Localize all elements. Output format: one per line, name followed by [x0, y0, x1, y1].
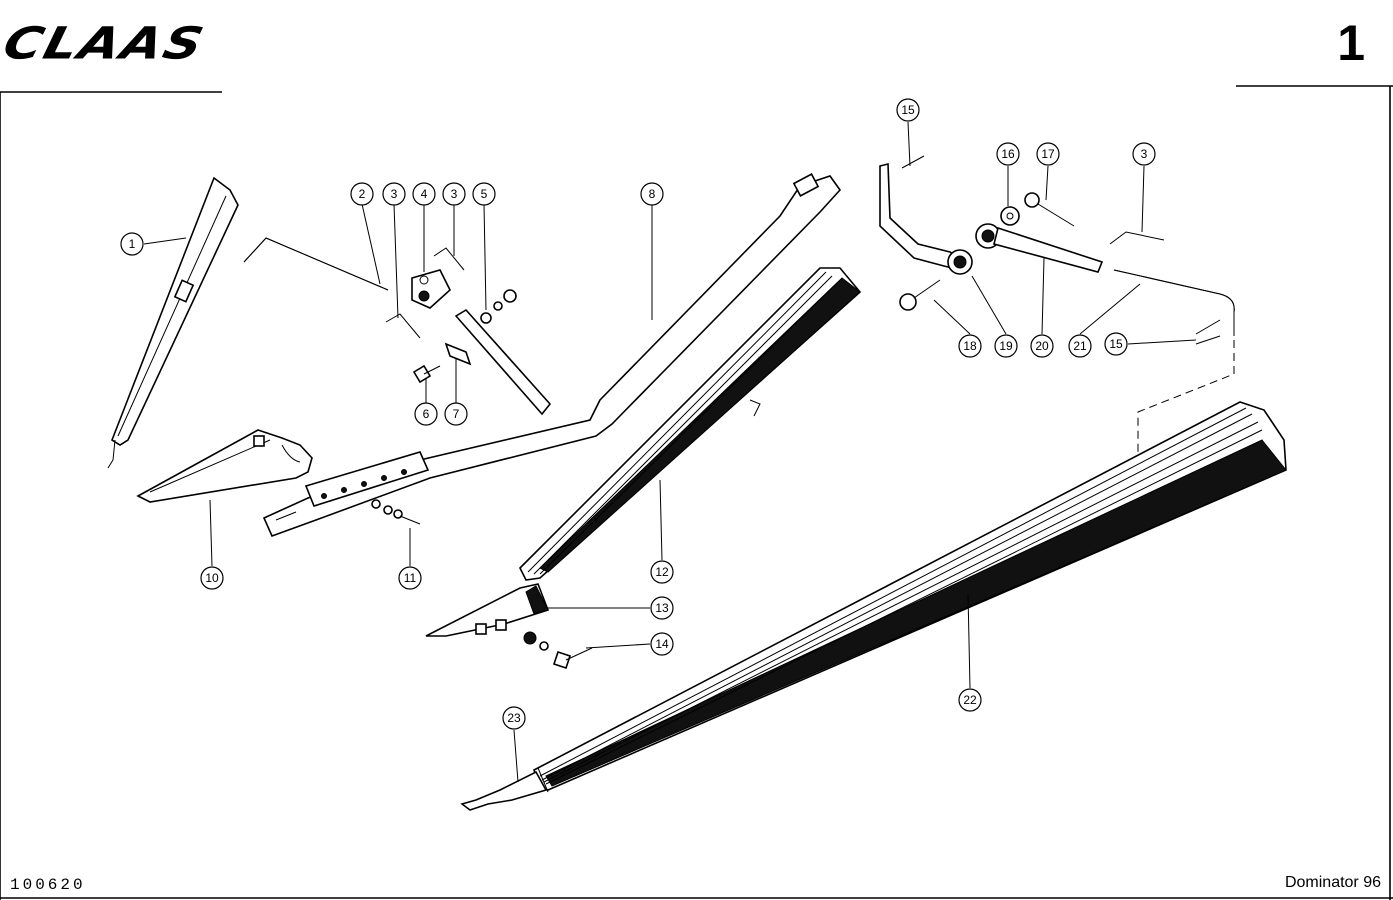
svg-text:4: 4 [421, 187, 428, 201]
svg-text:20: 20 [1035, 339, 1049, 353]
svg-text:22: 22 [963, 693, 977, 707]
part-14-bolt-set [523, 631, 593, 670]
callout-17: 17 [1036, 142, 1060, 166]
callout-20: 20 [1030, 334, 1054, 358]
callout-3b: 3 [442, 182, 466, 206]
part-13-skid-shoe [425, 583, 550, 637]
callout-14: 14 [650, 632, 674, 656]
svg-text:21: 21 [1073, 339, 1087, 353]
part-7-plate [444, 342, 472, 366]
svg-text:11: 11 [404, 571, 417, 585]
part-2-bent-rod [243, 237, 389, 291]
svg-text:12: 12 [655, 565, 669, 579]
drawing-code: 100620 [10, 876, 86, 894]
part-23-cone-tip [460, 770, 548, 811]
part-15-split-pin [1195, 319, 1221, 345]
svg-text:3: 3 [391, 187, 398, 201]
callout-6: 6 [414, 402, 438, 426]
svg-text:13: 13 [655, 601, 669, 615]
svg-text:3: 3 [1141, 147, 1148, 161]
callout-1: 1 [120, 232, 144, 256]
part-1-divider-rod [107, 176, 239, 469]
callout-3: 3 [382, 182, 406, 206]
callout-15: 15 [896, 98, 920, 122]
callout-13: 13 [650, 596, 674, 620]
part-5-washer [480, 312, 492, 324]
svg-text:23: 23 [507, 711, 521, 725]
callout-3c: 3 [1132, 142, 1156, 166]
part-22-large-cone [533, 401, 1287, 793]
callout-5: 5 [472, 182, 496, 206]
part-5-washer [493, 301, 503, 311]
svg-text:2: 2 [359, 187, 366, 201]
part-21-bent-rod [1113, 269, 1235, 336]
callout-12: 12 [650, 560, 674, 584]
part-5-nut [503, 289, 517, 303]
svg-text:5: 5 [481, 187, 488, 201]
part-19-crank-hub [879, 162, 973, 275]
svg-text:7: 7 [453, 407, 460, 421]
part-17-bolt [1024, 192, 1075, 227]
callout-21: 21 [1068, 334, 1092, 358]
part-18-bolt [899, 279, 941, 311]
svg-text:14: 14 [655, 637, 669, 651]
part-16-washer-hole [1006, 212, 1014, 220]
svg-text:15: 15 [901, 103, 915, 117]
callout-22: 22 [958, 688, 982, 712]
callout-16: 16 [996, 142, 1020, 166]
part-6-bolt [412, 364, 441, 384]
svg-text:18: 18 [963, 339, 977, 353]
svg-text:1: 1 [129, 237, 136, 251]
part-4-clamp-block [411, 269, 451, 309]
callout-23: 23 [502, 706, 526, 730]
model-name: Dominator 96 [1284, 874, 1381, 891]
part-10-divider-point [136, 429, 313, 503]
callout-10: 10 [200, 566, 224, 590]
callout-7: 7 [444, 402, 468, 426]
leader-lines [143, 121, 1197, 783]
part-3-pin [1109, 231, 1165, 245]
assembly-dash-line [1137, 340, 1235, 452]
part-20-shaft [975, 223, 1104, 273]
svg-text:16: 16 [1001, 147, 1015, 161]
svg-text:19: 19 [999, 339, 1013, 353]
svg-text:6: 6 [423, 407, 430, 421]
callout-19: 19 [994, 334, 1018, 358]
svg-text:8: 8 [649, 187, 656, 201]
svg-text:15: 15 [1109, 337, 1123, 351]
svg-text:3: 3 [451, 187, 458, 201]
callout-11: 11 [398, 566, 422, 590]
part-3-pin [385, 313, 421, 339]
part-12-cone-cover [519, 267, 862, 581]
svg-text:10: 10 [205, 571, 219, 585]
part-8-frame-arm [262, 173, 842, 538]
part-3-pin [433, 247, 465, 271]
callout-8: 8 [640, 182, 664, 206]
page-number: 1 [1337, 15, 1365, 71]
callout-18: 18 [958, 334, 982, 358]
callout-4: 4 [412, 182, 436, 206]
svg-text:17: 17 [1041, 147, 1055, 161]
callout-15b: 15 [1104, 332, 1128, 356]
part-11-bolt-set [371, 499, 421, 525]
callout-2: 2 [350, 182, 374, 206]
part-15-split-pin [901, 155, 925, 169]
